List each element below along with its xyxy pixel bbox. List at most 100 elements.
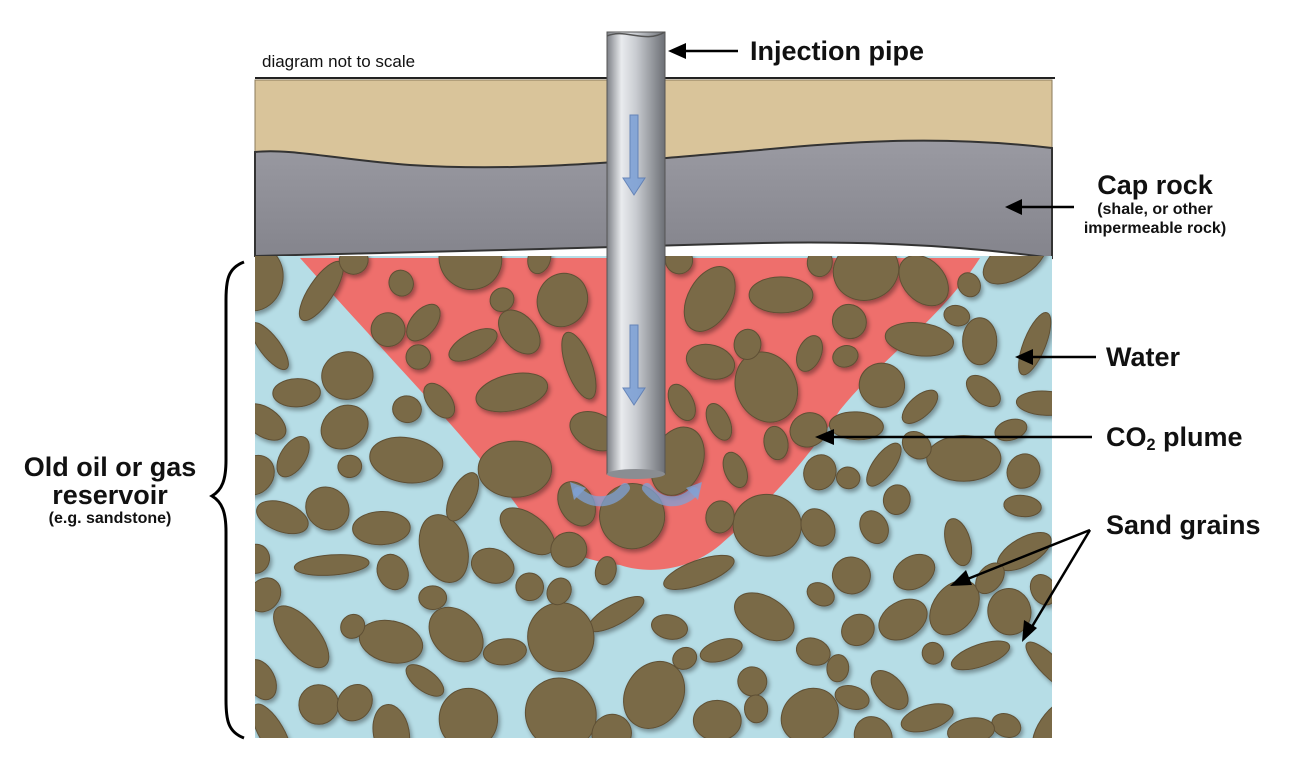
sand-grain <box>806 256 833 278</box>
sand-grain <box>515 572 545 602</box>
down-arrow-icon <box>622 114 646 406</box>
sand-grain <box>256 500 309 535</box>
sand-grain <box>943 304 971 327</box>
sand-grain <box>369 436 444 484</box>
sand-grain <box>550 531 588 568</box>
sand-grain <box>789 412 828 448</box>
sand-grain <box>836 466 861 490</box>
sand-grain <box>796 335 823 372</box>
curved-arrow-icon <box>573 483 699 507</box>
co2-prefix: CO <box>1106 422 1147 452</box>
sand-grain <box>882 484 911 516</box>
sand-grain <box>832 256 900 301</box>
sand-grains-label: Sand grains <box>1106 510 1261 540</box>
sand-grain <box>591 713 632 738</box>
sand-grain <box>748 276 814 314</box>
sand-grain <box>498 309 541 355</box>
sand-grain <box>446 472 480 522</box>
sand-grain <box>340 613 366 639</box>
sand-grain <box>987 588 1032 636</box>
sand-grain <box>831 303 867 340</box>
sand-grain <box>926 435 1002 482</box>
sand-grain <box>428 606 484 663</box>
sand-grain <box>683 266 736 332</box>
sand-grain <box>470 547 515 584</box>
co2-subscript: 2 <box>1146 436 1156 455</box>
scale-note: diagram not to scale <box>262 52 416 71</box>
sand-grain <box>737 666 768 697</box>
cap-rock-detail-2: impermeable rock) <box>1083 220 1227 237</box>
sand-grain <box>293 554 370 576</box>
sand-grain <box>806 582 835 607</box>
sand-grain <box>898 256 949 307</box>
sand-grain <box>870 670 909 710</box>
sand-grain <box>255 403 287 441</box>
cap-rock-detail-1: (shale, or other <box>1097 201 1213 218</box>
sand-grain <box>733 328 762 360</box>
sand-grain <box>901 389 939 424</box>
sand-grain <box>892 553 936 591</box>
sand-grain <box>878 598 928 641</box>
sand-grain <box>950 640 1011 671</box>
sand-grain <box>405 344 432 370</box>
sand-grain <box>803 454 837 491</box>
sand-grain <box>546 577 572 606</box>
sand-grain <box>834 685 870 710</box>
sand-grain <box>392 395 422 424</box>
sand-grain <box>900 703 954 733</box>
co2-suffix: plume <box>1155 422 1243 452</box>
sand-grain <box>255 577 282 613</box>
sand-grain <box>853 716 893 738</box>
sand-grain <box>405 664 445 697</box>
sand-grain <box>692 699 742 738</box>
reservoir-detail: (e.g. sandstone) <box>48 510 172 527</box>
sand-grain <box>255 454 275 496</box>
sand-grain <box>884 321 955 357</box>
injection-pipe-label: Injection pipe <box>750 36 925 66</box>
sand-grain <box>536 272 589 328</box>
sand-grain <box>1025 641 1052 693</box>
sand-grain <box>667 383 696 422</box>
sand-grain <box>482 638 527 666</box>
sand-grain <box>841 613 875 647</box>
injection-pipe <box>606 31 666 475</box>
reservoir-label-2: reservoir <box>52 480 168 510</box>
sand-grain <box>376 553 409 591</box>
sand-grain <box>763 425 789 461</box>
sand-grain <box>273 605 330 669</box>
cap-rock-label: Cap rock <box>1097 170 1213 200</box>
sand-grain <box>859 510 889 545</box>
sand-grain <box>561 331 597 400</box>
sand-grain <box>982 256 1048 285</box>
sand-grain <box>475 372 549 413</box>
sand-grain <box>336 684 373 722</box>
sand-grain <box>477 440 553 498</box>
sand-grain <box>780 687 839 738</box>
sand-grain <box>685 343 736 380</box>
sand-grain <box>337 454 363 479</box>
sand-grain <box>1006 453 1041 489</box>
label-arrows <box>668 43 1096 642</box>
sand-grain <box>832 345 859 368</box>
reservoir-label-1: Old oil or gas <box>23 452 197 482</box>
sand-grain <box>663 554 735 590</box>
sand-grain <box>255 703 292 738</box>
sand-grain <box>800 508 836 547</box>
sand-grain <box>947 717 995 738</box>
sand-grain <box>962 317 998 366</box>
sand-grain <box>957 272 981 298</box>
pipe-bottom <box>607 469 665 479</box>
sand-grain <box>594 556 617 586</box>
sand-grain <box>298 684 340 725</box>
sand-grain <box>901 431 932 460</box>
sand-grain <box>672 646 698 670</box>
co2-plume-label: CO2 plume <box>1106 422 1243 455</box>
curly-brace-icon <box>209 260 245 740</box>
sand-grain <box>734 592 795 642</box>
sand-grain <box>438 687 499 738</box>
sand-grain <box>831 556 871 595</box>
sand-grain <box>944 518 973 567</box>
sand-grain <box>651 614 688 640</box>
sand-grain <box>418 585 448 611</box>
